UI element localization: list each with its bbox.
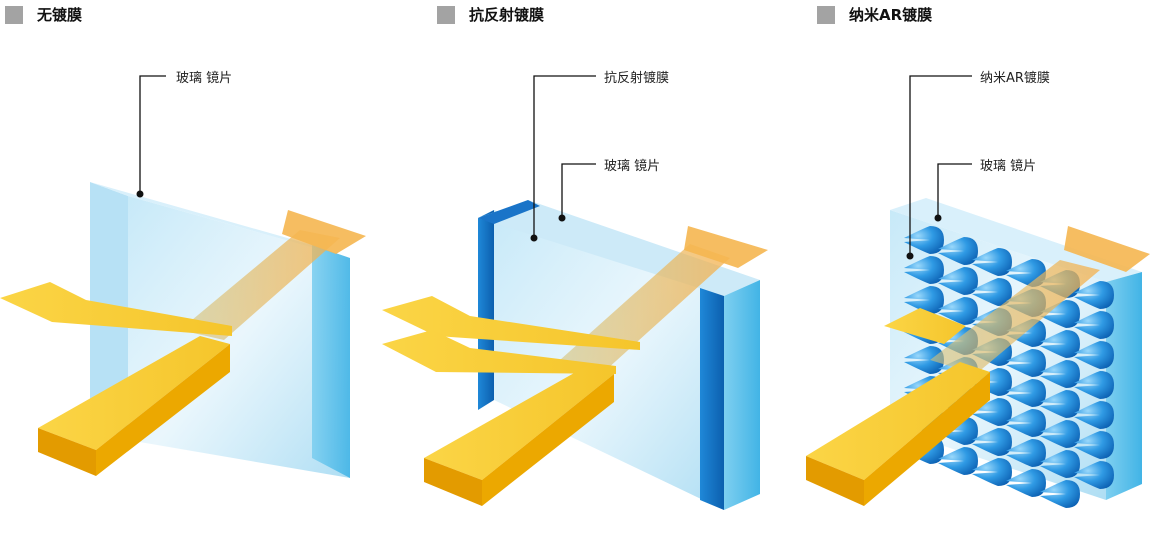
incident-beam-side xyxy=(96,344,230,476)
panel-title-nano-ar-coating: 纳米AR镀膜 xyxy=(817,4,932,25)
leader-line-ar-coating xyxy=(533,75,596,238)
glass-lens-side xyxy=(312,245,350,478)
transmitted-beam xyxy=(930,260,1100,374)
panel-no-coating xyxy=(0,75,366,478)
incident-beam-top xyxy=(38,336,230,450)
ar-coating-right-edge xyxy=(700,288,724,510)
incident-beam-side xyxy=(864,372,990,506)
title-square-icon xyxy=(437,5,455,24)
panel-title-text: 无镀膜 xyxy=(37,6,83,24)
reflected-beam xyxy=(884,308,966,344)
reflected-beam-upper xyxy=(382,296,640,350)
callout-ar-coating: 抗反射镀膜 xyxy=(604,71,670,86)
leader-dot xyxy=(906,252,914,260)
exit-beam xyxy=(684,226,768,268)
panel-title-text: 抗反射镀膜 xyxy=(469,6,545,24)
panel-nano-ar-coating xyxy=(806,75,1150,508)
glass-lens-side xyxy=(1106,272,1142,500)
panel-ar-coating xyxy=(382,75,768,510)
ar-coating-top-edge xyxy=(478,200,540,224)
callout-nano-ar-coating: 纳米AR镀膜 xyxy=(980,71,1050,86)
title-square-icon xyxy=(5,5,23,24)
nano-spike xyxy=(938,447,978,475)
reflected-beam xyxy=(0,282,232,336)
transmitted-beam xyxy=(180,230,340,340)
title-square-icon xyxy=(817,5,835,24)
leader-line-glass xyxy=(937,163,972,218)
incident-beam-side xyxy=(482,374,614,506)
leader-dot xyxy=(558,214,566,222)
incident-beam-end xyxy=(424,458,482,506)
nano-spike xyxy=(1006,469,1046,497)
incident-beam-top xyxy=(806,362,990,480)
leader-dot xyxy=(934,214,942,222)
reflected-beam-lower xyxy=(382,330,616,374)
leader-line-glass xyxy=(139,75,166,194)
nano-spike xyxy=(1040,480,1080,508)
glass-lens-top xyxy=(890,198,1142,282)
glass-lens-top xyxy=(90,182,350,258)
callout-glass-lens: 玻璃 镜片 xyxy=(604,159,661,174)
incident-beam-end xyxy=(38,428,96,476)
exit-beam xyxy=(1064,226,1150,272)
leader-dot xyxy=(530,234,538,242)
panel-title-no-coating: 无镀膜 xyxy=(5,4,82,25)
incident-beam-end xyxy=(806,456,864,506)
exit-beam xyxy=(282,210,366,254)
nano-spike xyxy=(972,458,1012,486)
leader-dot xyxy=(136,190,144,198)
panel-title-ar-coating: 抗反射镀膜 xyxy=(437,4,544,25)
incident-beam-top xyxy=(424,364,614,480)
panel-title-text: 纳米AR镀膜 xyxy=(849,6,933,24)
ar-coating-left-edge xyxy=(478,210,494,410)
callout-glass-lens: 玻璃 镜片 xyxy=(980,159,1037,174)
leader-line-glass xyxy=(561,163,596,218)
leader-line-nano-ar xyxy=(909,75,972,256)
glass-lens-side xyxy=(724,280,760,510)
callout-glass-lens: 玻璃 镜片 xyxy=(176,71,233,86)
